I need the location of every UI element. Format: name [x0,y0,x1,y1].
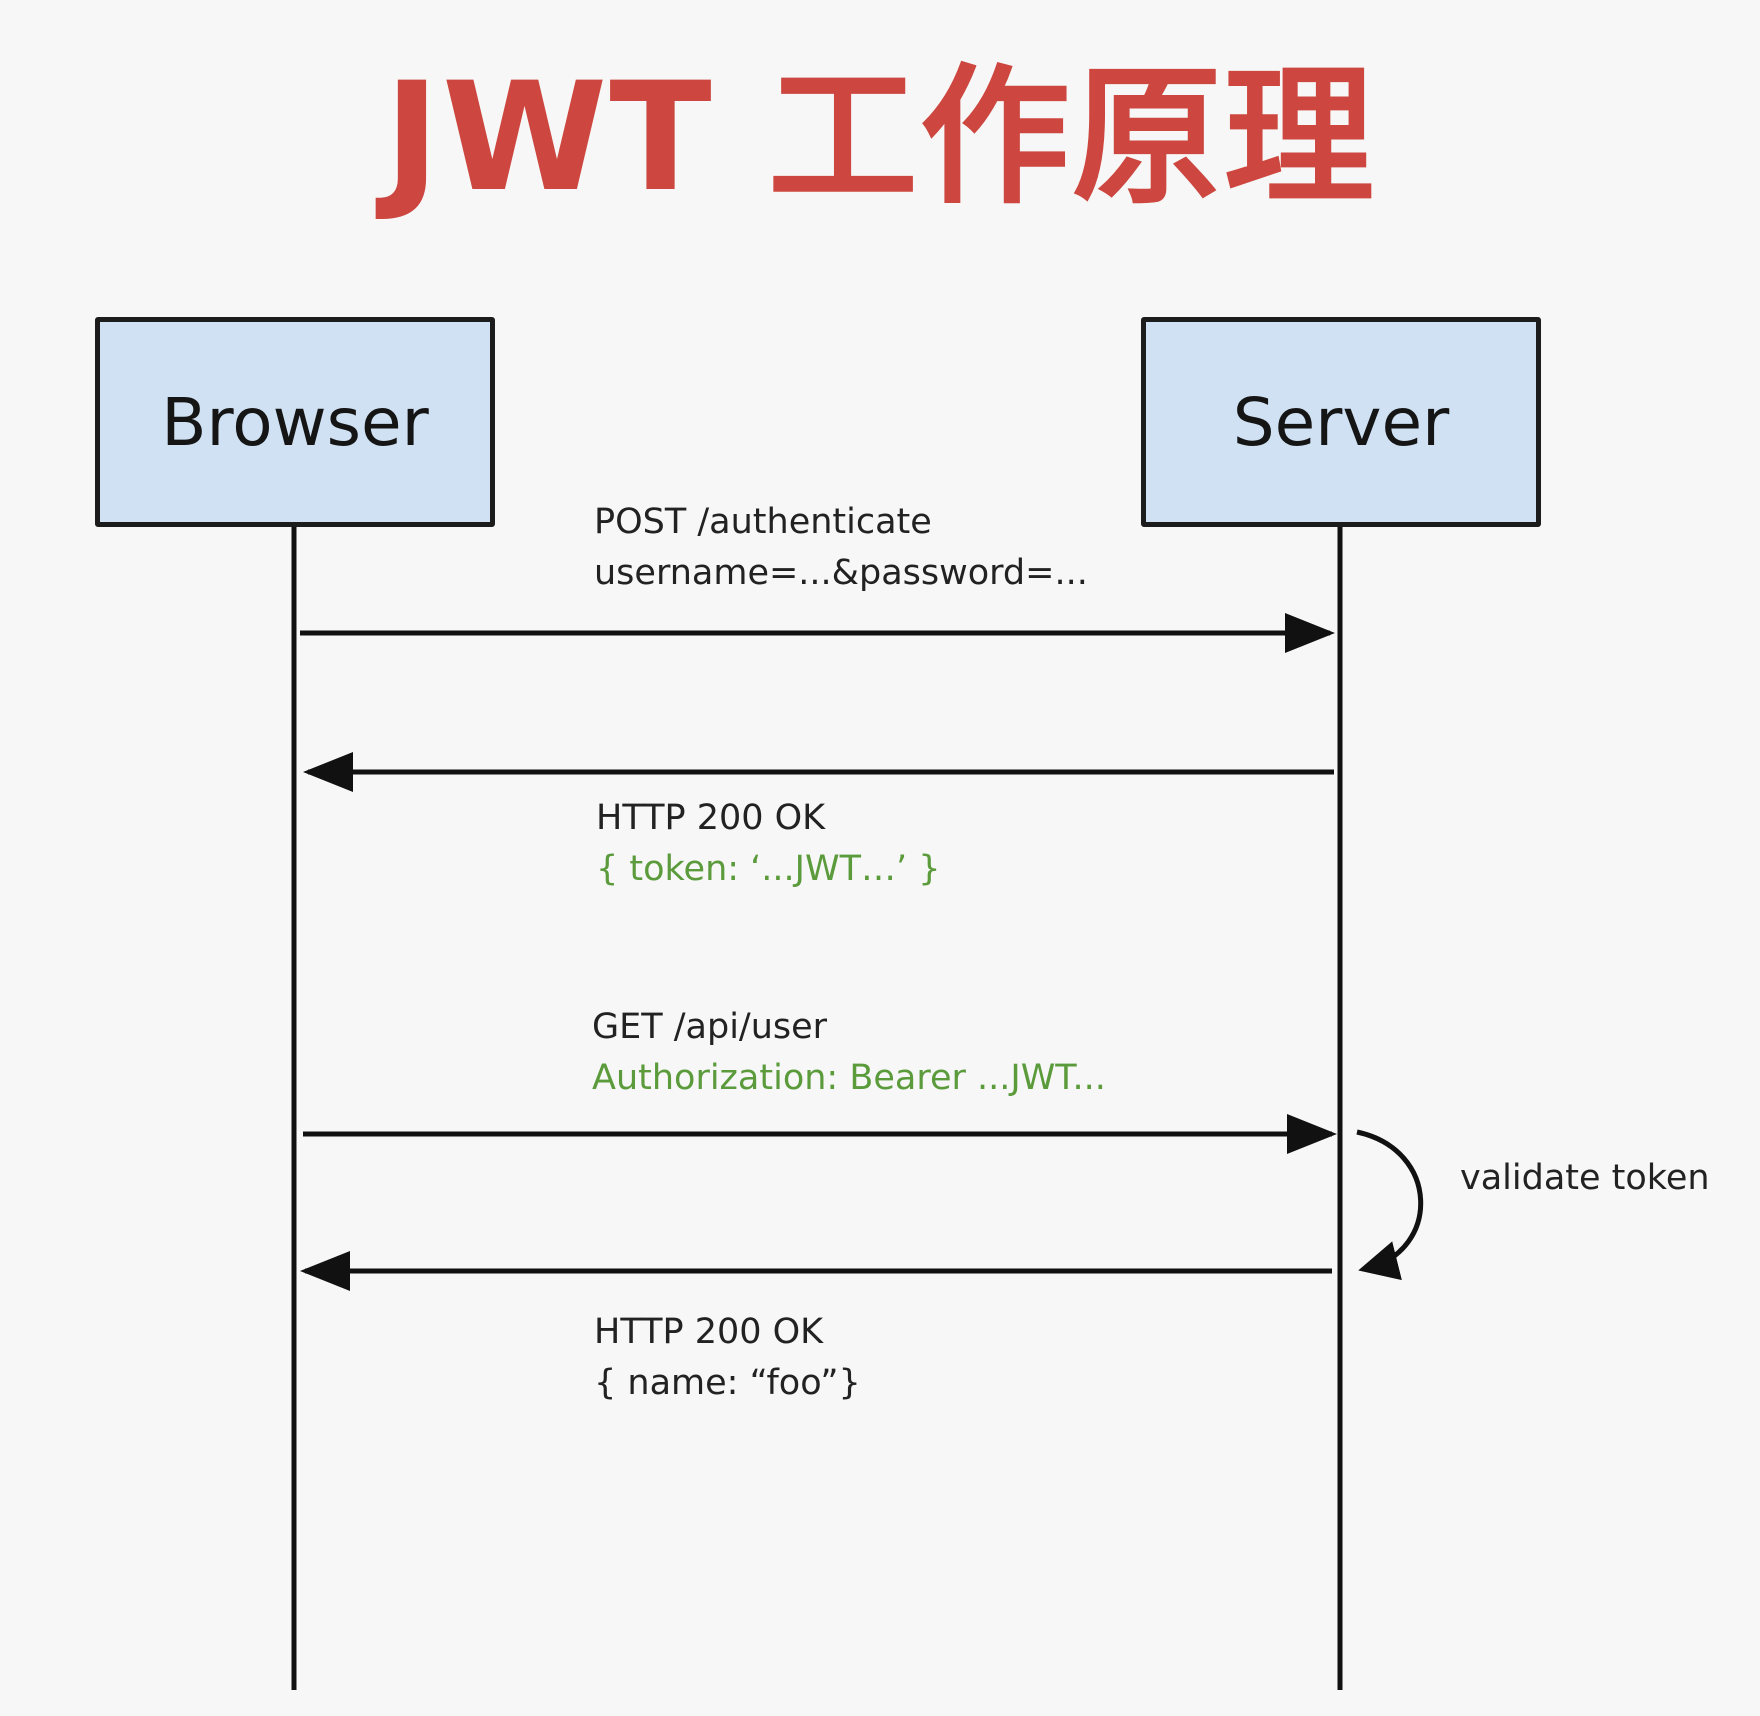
message-1-line-1: POST /authenticate [594,502,932,542]
browser-actor-box: Browser [95,317,495,527]
message-label-4: HTTP 200 OK { name: “foo”} [594,1307,861,1409]
message-3-line-1: GET /api/user [592,1007,828,1047]
validate-token-loop-arrow [1356,1129,1424,1281]
message-label-2: HTTP 200 OK { token: ‘...JWT…’ } [596,793,941,895]
message-label-1: POST /authenticate username=...&password… [594,497,1088,599]
page-title: JWT 工作原理 [384,51,1376,225]
validate-token-note: validate token [1460,1158,1710,1198]
server-actor-box: Server [1141,317,1541,527]
message-3-line-2: Authorization: Bearer ...JWT... [592,1058,1106,1098]
message-2-line-2: { token: ‘...JWT…’ } [596,849,941,889]
browser-actor-label: Browser [161,383,429,461]
message-4-line-2: { name: “foo”} [594,1363,861,1403]
message-label-3: GET /api/user Authorization: Bearer ...J… [592,1002,1106,1104]
server-actor-label: Server [1232,383,1450,461]
message-1-line-2: username=...&password=... [594,553,1088,593]
message-4-line-1: HTTP 200 OK [594,1312,824,1352]
message-2-line-1: HTTP 200 OK [596,798,826,838]
